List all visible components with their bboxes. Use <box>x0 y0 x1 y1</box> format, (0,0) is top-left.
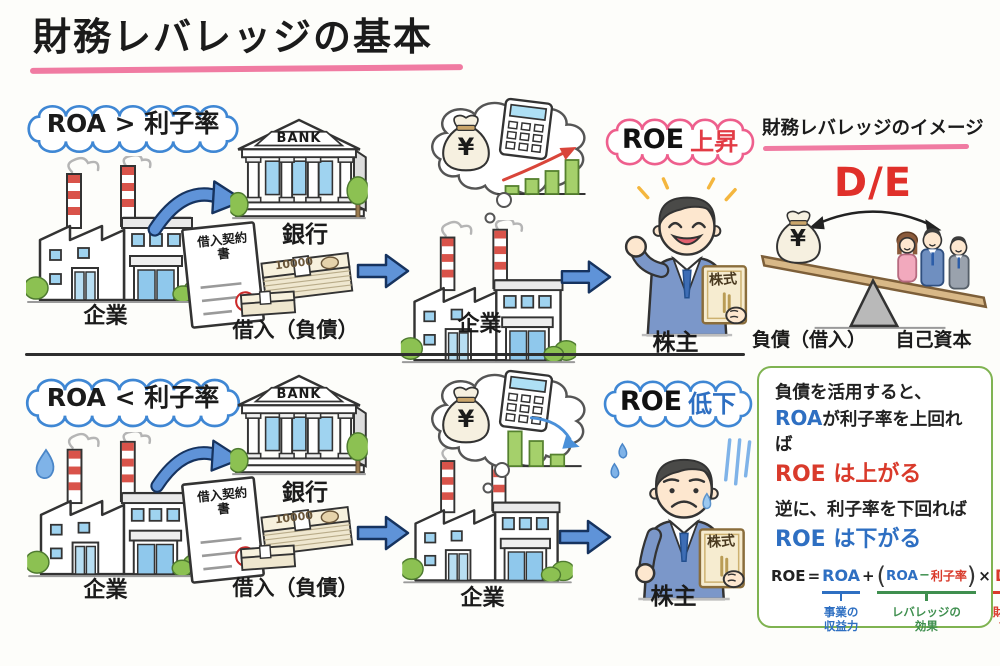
stock-certificate-label-bottom: 株式 <box>706 533 736 551</box>
condition-text-bottom: ROA < 利子率 <box>46 383 220 412</box>
bank-sign-bottom: BANK <box>276 387 322 402</box>
loan-label-bottom: 借入（負債） <box>232 576 359 600</box>
leverage-panel-heading: 財務レバレッジのイメージ <box>762 118 984 139</box>
happy-shareholder-figure <box>612 176 760 338</box>
formula-roa-group: ROA 事業の収益力 <box>822 566 861 633</box>
shareholder-label-top: 株主 <box>652 330 699 356</box>
seesaw-illustration <box>760 210 988 329</box>
result-text-bottom: ROE 低下 <box>619 386 737 418</box>
thought-trail-top <box>484 192 512 224</box>
yen-symbol-seesaw: ¥ <box>789 226 806 252</box>
factory-company-top-mid <box>400 220 577 368</box>
arrow-right-bottom-2 <box>558 518 612 556</box>
equity-side-label: 自己資本 <box>895 329 972 351</box>
condition-text-top: ROA > 利子率 <box>46 109 220 138</box>
de-ratio-label: D/E <box>833 160 913 206</box>
summary-line-2: ROAが利子率を上回れば <box>775 406 963 455</box>
company-label-bottom-left: 企業 <box>83 578 128 603</box>
formula-de-group: D/E 財務のてこ <box>992 562 1000 633</box>
row-divider <box>25 353 745 356</box>
summary-line-3: ROE は上がる <box>775 462 922 487</box>
leverage-heading-underline <box>762 143 970 151</box>
bank-label-bottom: 銀行 <box>282 480 328 506</box>
roe-formula: ROE = ROA 事業の収益力 + (ROA−利子率) レバレッジの効果 × … <box>771 562 1000 633</box>
title-underline <box>29 64 464 74</box>
company-label-top-mid: 企業 <box>457 312 502 337</box>
page-title: 財務レバレッジの基本 <box>33 15 434 59</box>
result-text-top: ROE 上昇 <box>621 124 739 156</box>
sad-shareholder-figure <box>608 438 758 602</box>
thought-trail-bottom <box>482 462 510 494</box>
shareholder-label-bottom: 株主 <box>650 584 697 610</box>
summary-line-5: ROE は下がる <box>775 527 922 552</box>
formula-leverage-group: (ROA−利子率) レバレッジの効果 <box>876 562 977 633</box>
summary-line-4: 逆に、利子率を下回れば <box>775 500 967 520</box>
company-label-top-left: 企業 <box>83 304 128 329</box>
loan-label-top: 借入（負債） <box>232 318 359 342</box>
yen-symbol-bottom: ¥ <box>457 405 475 433</box>
summary-box: 負債を活用すると、 ROAが利子率を上回れば ROE は上がる 逆に、利子率を下… <box>757 366 1000 633</box>
arrow-right-top-2 <box>560 258 612 296</box>
sweat-drop-icon <box>35 448 55 479</box>
yen-symbol-top: ¥ <box>457 133 475 161</box>
summary-line-1: 負債を活用すると、 <box>775 383 932 403</box>
rising-chart-icon <box>492 146 590 198</box>
bank-sign-top: BANK <box>276 131 322 146</box>
stock-certificate-label-top: 株式 <box>708 271 738 289</box>
company-label-bottom-mid: 企業 <box>460 586 505 611</box>
bank-label-top: 銀行 <box>282 222 328 248</box>
debt-side-label: 負債（借入） <box>752 329 867 351</box>
